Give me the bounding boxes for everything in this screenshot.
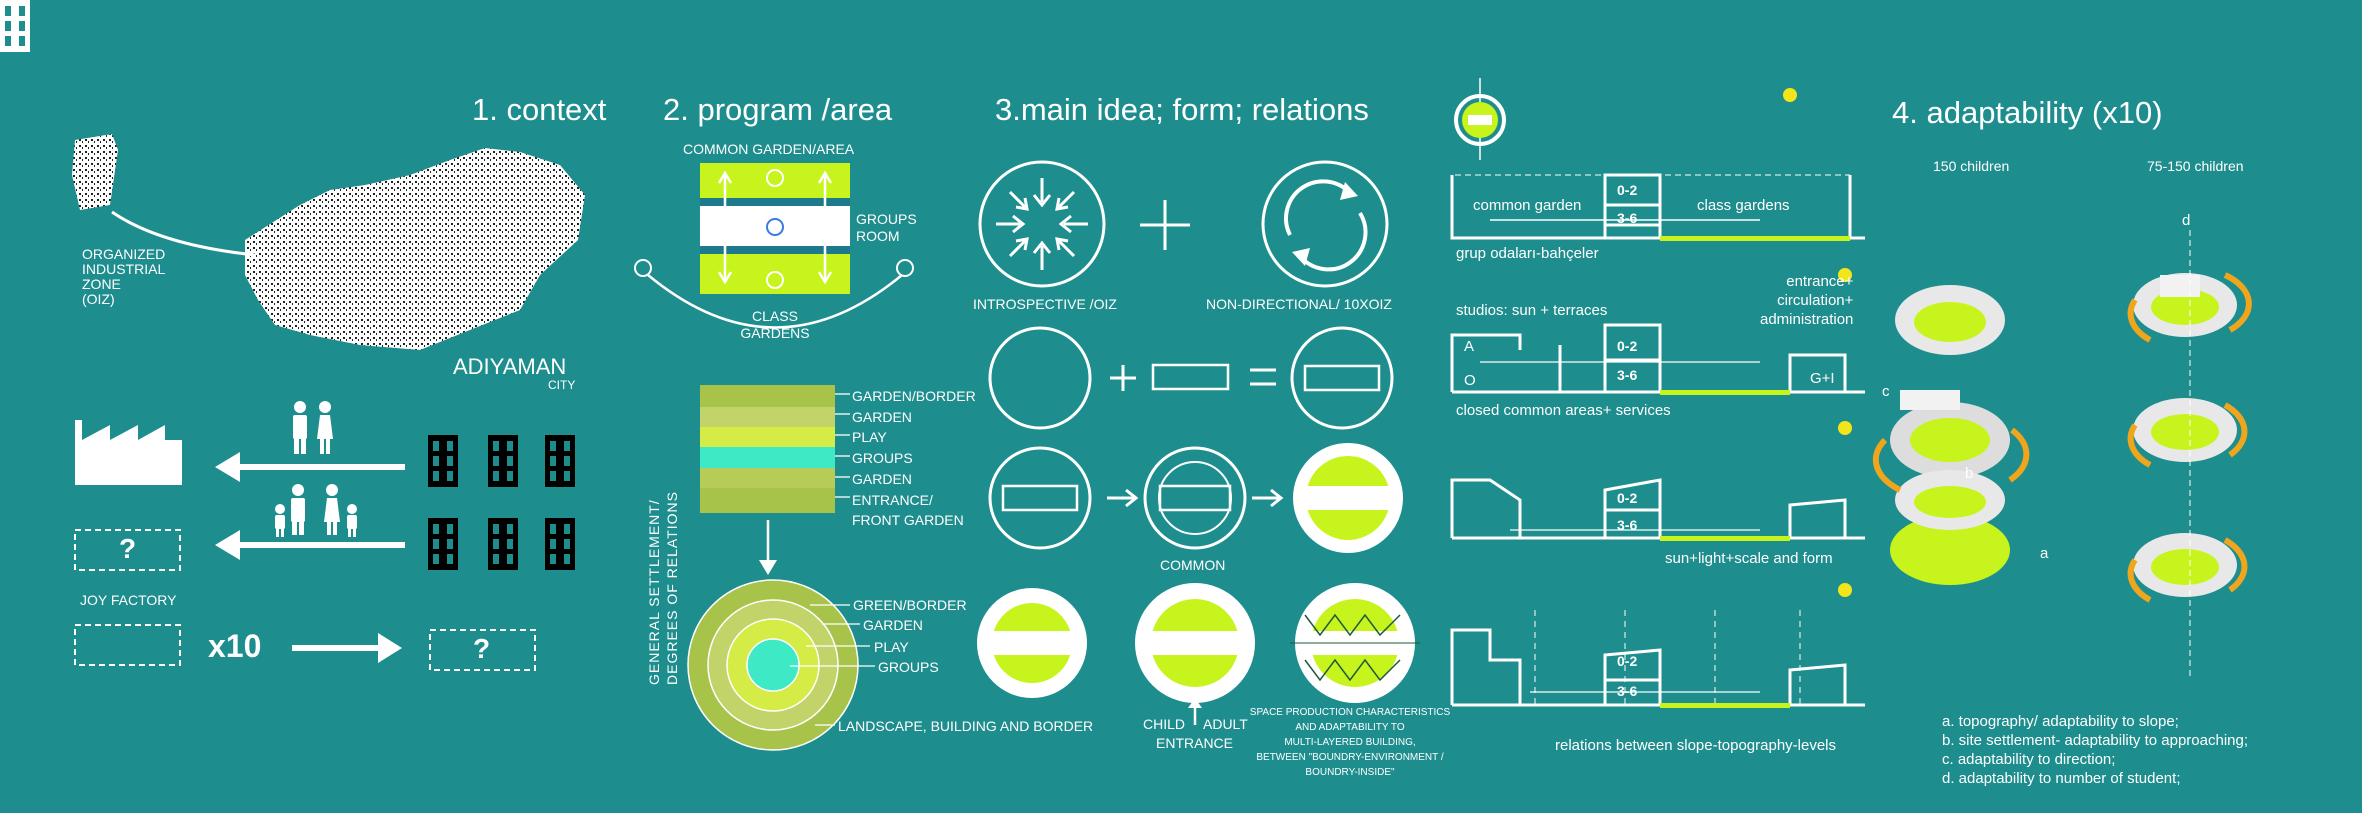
age-3-6-label-4: 3-6 (1617, 683, 1638, 699)
col-75-150-children: 75-150 children (2147, 158, 2244, 174)
common-label: COMMON (1160, 557, 1226, 573)
arrow-head-3 (378, 633, 402, 663)
ring-label-groups: GROUPS (878, 659, 939, 675)
ring-label-play: PLAY (874, 639, 909, 655)
city-map-shape (245, 148, 585, 350)
model-150 (1890, 285, 2010, 585)
family-icon (275, 484, 357, 537)
gi-label: G+I (1810, 370, 1835, 387)
main-idea-graphics (978, 160, 1394, 550)
adult-label: ADULT (1203, 716, 1248, 732)
city-map (72, 134, 585, 350)
non-directional-label: NON-DIRECTIONAL/ 10XOIZ (1206, 296, 1392, 312)
introspective-label: INTROSPECTIVE /OIZ (973, 296, 1117, 312)
model-75-150 (2133, 273, 2237, 597)
grup-label: grup odaları-bahçeler (1456, 245, 1599, 262)
closed-areas-label: closed common areas+ services (1456, 402, 1671, 419)
section-drawings (1450, 78, 1865, 707)
sun-light-label: sun+light+scale and form (1665, 550, 1833, 567)
age-3-6-label-1: 3-6 (1617, 210, 1638, 226)
common-garden-label: COMMON GARDEN/AREA (683, 141, 855, 157)
age-3-6-label-2: 3-6 (1617, 367, 1638, 383)
entrance-circulation-label: entrance+circulation+administration (1760, 273, 1854, 328)
arrow-head-2 (215, 530, 240, 560)
oiz-map-shape (72, 134, 118, 210)
ring-caption: LANDSCAPE, BUILDING AND BORDER (838, 718, 1094, 734)
program-bands (700, 385, 850, 575)
unknown-mark-2: ? (473, 633, 491, 664)
joy-factory-label: JOY FACTORY (80, 592, 177, 608)
age-0-2-label-1: 0-2 (1617, 182, 1638, 198)
people-icon-pair (293, 401, 333, 454)
letter-d: d (2182, 212, 2191, 229)
multiplier-label: x10 (208, 628, 262, 664)
ring-label-green: GREEN/BORDER (853, 597, 967, 613)
entrance-label: ENTRANCE (1156, 735, 1234, 751)
city-subtitle: CITY (548, 378, 576, 392)
factory-icon (75, 420, 182, 485)
unknown-box-1 (74, 529, 181, 571)
program-rings (687, 579, 875, 751)
context-title: 1. context (472, 92, 607, 127)
context-icons (0, 0, 575, 671)
adaptability-models (1872, 230, 2252, 680)
unknown-box-2 (429, 629, 536, 671)
ring-label-garden: GARDEN (863, 617, 923, 633)
common-garden-section-label: common garden (1473, 197, 1582, 214)
empty-box (74, 624, 181, 666)
age-0-2-label-4: 0-2 (1617, 653, 1638, 669)
program-title: 2. program /area (663, 92, 893, 127)
adaptability-title: 4. adaptability (x10) (1892, 95, 2163, 130)
letter-c: c (1882, 383, 1890, 400)
arrow-head-1 (215, 452, 240, 482)
side-label: GENERAL SETTLEMENT/DEGREES OF RELATIONS (646, 491, 680, 685)
letter-a: a (2040, 545, 2049, 562)
studios-label: studios: sun + terraces (1456, 302, 1608, 319)
section-a-label: A (1464, 338, 1475, 355)
inward-arrows (996, 178, 1088, 270)
city-name: ADIYAMAN (453, 354, 567, 379)
child-label: CHILD (1143, 716, 1186, 732)
adaptability-notes: a. topography/ adaptability to slope;b. … (1942, 713, 2249, 787)
age-3-6-label-3: 3-6 (1617, 517, 1638, 533)
letter-b: b (1965, 465, 1974, 482)
building-icons (0, 0, 30, 52)
age-0-2-label-3: 0-2 (1617, 490, 1638, 506)
class-gardens-section-label: class gardens (1697, 197, 1790, 214)
lime-discs (977, 443, 1420, 725)
sun-icons (1783, 88, 1852, 597)
section-fills (1462, 88, 1852, 708)
section-o-label: O (1464, 372, 1476, 389)
age-0-2-label-2: 0-2 (1617, 338, 1638, 354)
program-block (634, 163, 914, 329)
relations-label: relations between slope-topography-level… (1555, 737, 1837, 754)
unknown-mark-1: ? (119, 533, 137, 564)
main-idea-title: 3.main idea; form; relations (995, 92, 1369, 127)
col-150-children: 150 children (1933, 158, 2010, 174)
oiz-connector-line (111, 210, 256, 257)
